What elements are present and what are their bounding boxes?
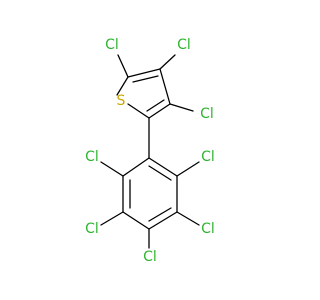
bond-c4-c3 (159, 68, 171, 105)
bond-s-c5 (116, 76, 129, 96)
cl-thiophene-c5-label: Cl (105, 37, 119, 53)
bond-para-meta-right (148, 211, 178, 230)
bond-c5-c4-double (132, 75, 159, 83)
cl-thiophene-c3-label: Cl (200, 106, 214, 122)
bond-ortho-right-cl (176, 161, 200, 177)
cl-phenyl-ortho-right-label: Cl (201, 149, 215, 165)
cl-phenyl-meta-left-label: Cl (85, 221, 99, 237)
bond-meta-left-cl (100, 211, 124, 226)
bond-c5-c4 (127, 68, 161, 78)
bond-ortho-right-ipso (148, 157, 178, 177)
cl-thiophene-c4-label: Cl (177, 37, 191, 53)
bond-ortho-right-ipso-double (148, 165, 172, 181)
bond-c3-c2 (148, 103, 171, 119)
bonds (100, 54, 200, 249)
bond-c3-cl (169, 103, 194, 112)
bond-meta-right-cl (176, 211, 200, 226)
atom-labels: Cl Cl Cl S Cl Cl Cl Cl Cl (85, 37, 215, 265)
bond-c3-c2-double (146, 99, 165, 112)
bond-c2-s (127, 103, 150, 119)
cl-phenyl-para-label: Cl (143, 249, 157, 265)
bond-ipso-ortho-left (122, 157, 150, 177)
cl-phenyl-ortho-left-label: Cl (85, 149, 99, 165)
bond-ortho-left-cl (100, 161, 124, 177)
molecule-structure: Cl Cl Cl S Cl Cl Cl Cl Cl (85, 37, 215, 265)
bond-c5-cl (117, 54, 129, 78)
bond-c4-cl (159, 54, 176, 70)
bond-meta-left-para (122, 211, 150, 230)
s-thiophene-label: S (117, 93, 126, 109)
cl-phenyl-meta-right-label: Cl (201, 221, 215, 237)
bond-para-meta-right-double (148, 207, 172, 222)
